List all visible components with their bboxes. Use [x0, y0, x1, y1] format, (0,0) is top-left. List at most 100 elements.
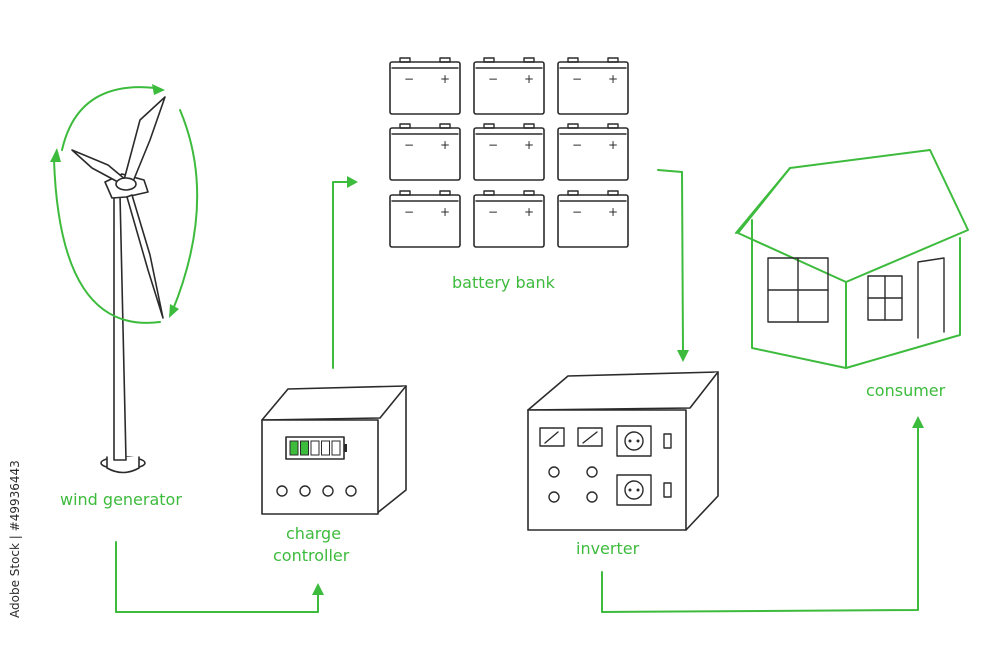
inverter-front-panel — [527, 409, 687, 531]
flow-arrow-inverter-to-consumer — [601, 416, 924, 613]
battery-cell: −+ — [473, 57, 545, 115]
battery-terminal — [523, 123, 535, 129]
battery-cell: −+ — [389, 190, 461, 248]
outlet-pin — [628, 488, 632, 492]
battery-case — [557, 127, 629, 181]
gauge-needle — [582, 431, 598, 444]
battery-terminal — [607, 123, 619, 129]
window-frame — [767, 257, 829, 323]
battery-terminal — [399, 123, 411, 129]
battery-bank-label: battery bank — [452, 273, 556, 292]
battery-case — [473, 61, 545, 115]
rotation-arrow-left — [53, 159, 161, 324]
turbine-base-side — [106, 456, 140, 474]
battery-minus-symbol: − — [572, 138, 582, 152]
battery-plus-symbol: + — [440, 72, 450, 86]
power-outlet — [616, 425, 652, 457]
inverter-gauge — [539, 427, 565, 447]
battery-case — [389, 127, 461, 181]
charge-cell-filled — [300, 440, 309, 456]
battery-cell: −+ — [473, 123, 545, 181]
flow-line — [657, 169, 684, 353]
battery-minus-symbol: − — [572, 72, 582, 86]
controller-front-panel — [261, 419, 379, 515]
battery-terminal — [567, 57, 579, 63]
flow-arrowhead — [677, 350, 689, 362]
battery-plus-symbol: + — [524, 138, 534, 152]
battery-minus-symbol: − — [404, 138, 414, 152]
charge-indicator-cells — [289, 440, 341, 456]
battery-minus-symbol: − — [488, 138, 498, 152]
inverter-switch — [663, 433, 672, 449]
house-outline — [737, 149, 969, 369]
battery-plus-symbol: + — [608, 72, 618, 86]
inverter-knob — [548, 466, 560, 478]
rotation-arrowhead-top — [152, 84, 165, 95]
outlet-pin — [628, 439, 632, 443]
battery-plus-symbol: + — [440, 138, 450, 152]
house-wall-right — [845, 237, 961, 369]
battery-terminal — [567, 190, 579, 196]
battery-minus-symbol: − — [488, 205, 498, 219]
charge-cell-empty — [331, 440, 341, 456]
turbine-blade-top — [123, 96, 166, 185]
battery-plus-symbol: + — [608, 138, 618, 152]
battery-cell: −+ — [473, 190, 545, 248]
battery-minus-symbol: − — [572, 205, 582, 219]
battery-terminal — [607, 57, 619, 63]
inverter-knob — [548, 491, 560, 503]
battery-cell: −+ — [557, 57, 629, 115]
battery-bank: −+−+−+−+−+−+−+−+−+ — [389, 57, 629, 248]
battery-cell: −+ — [557, 190, 629, 248]
charge-cell-empty — [321, 440, 330, 456]
battery-terminal — [523, 190, 535, 196]
flow-arrow-wind-to-controller — [115, 541, 324, 613]
inverter-switch — [663, 482, 672, 498]
turbine-blade-bottom — [126, 194, 164, 319]
inverter-label: inverter — [576, 539, 640, 558]
battery-terminal — [399, 57, 411, 63]
turbine-hub — [115, 177, 137, 191]
battery-plus-symbol: + — [524, 72, 534, 86]
house-roof-edge — [735, 167, 791, 234]
turbine-tower — [113, 194, 127, 461]
outlet-pin — [636, 439, 640, 443]
wind-generator — [50, 84, 199, 474]
rotation-arrowhead-left — [50, 148, 61, 162]
battery-terminal — [607, 190, 619, 196]
battery-terminal — [523, 57, 535, 63]
battery-case — [557, 61, 629, 115]
battery-case — [473, 194, 545, 248]
wind-generator-label: wind generator — [60, 490, 182, 509]
flow-arrow-controller-to-battery — [332, 176, 358, 369]
gauge-needle — [544, 431, 559, 444]
house-door — [917, 257, 945, 339]
flow-arrowhead — [312, 583, 324, 595]
power-outlet — [616, 474, 652, 506]
flow-line — [332, 181, 351, 369]
battery-terminal — [399, 190, 411, 196]
outlet-socket-icon — [624, 431, 644, 451]
consumer-house — [735, 149, 969, 369]
battery-cell: −+ — [557, 123, 629, 181]
inverter-knob — [586, 466, 598, 478]
battery-terminal — [483, 57, 495, 63]
window-frame — [867, 275, 903, 321]
battery-minus-symbol: − — [488, 72, 498, 86]
battery-terminal — [483, 190, 495, 196]
battery-terminal — [439, 123, 451, 129]
battery-case — [389, 194, 461, 248]
battery-terminal — [483, 123, 495, 129]
rotation-arrow-right — [171, 109, 199, 313]
flow-arrow-battery-to-inverter — [657, 169, 689, 362]
inverter-knob — [586, 491, 598, 503]
flow-arrowhead — [912, 416, 924, 428]
controller-knob — [345, 485, 357, 497]
battery-case — [557, 194, 629, 248]
rotation-arrowhead-right — [169, 304, 179, 318]
consumer-label: consumer — [866, 381, 946, 400]
battery-minus-symbol: − — [404, 205, 414, 219]
watermark-text: Adobe Stock | #49936443 — [8, 460, 22, 618]
battery-terminal — [439, 57, 451, 63]
